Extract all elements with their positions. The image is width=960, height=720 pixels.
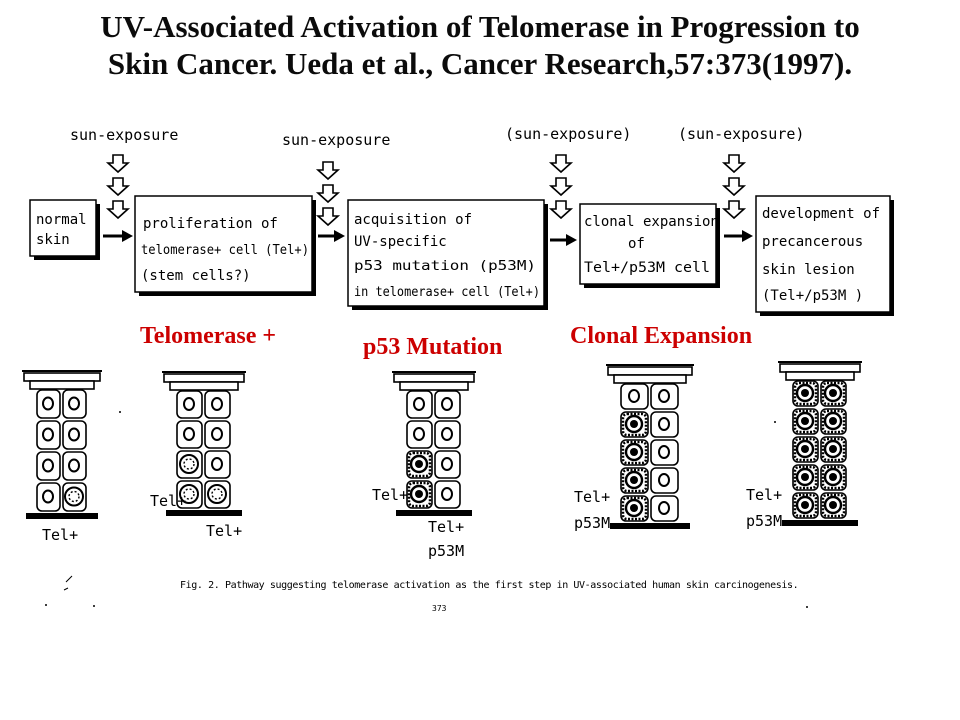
flow-arrow-2 [318,230,345,242]
cell [36,482,61,512]
exposure-arrows-3 [550,154,572,219]
scan-specks [45,411,808,608]
exposure-label-2: sun-exposure [282,131,390,149]
column-3-side-label: Tel+ [372,486,408,504]
exposure-arrows-2 [317,161,339,226]
cell [434,480,461,509]
cell [176,390,203,419]
pathway-box-precancerous-lesion: development of precancerous skin lesion … [755,195,894,316]
epithelium-column-1 [22,370,102,519]
box-4-line-1: clonal expansion [584,214,719,230]
stage-label-p53-mutation: p53 Mutation [363,334,503,360]
exposure-label-4: (sun-exposure) [678,125,804,143]
epithelium-column-5 [778,361,862,526]
column-2-side-label: Tel+ [150,492,186,510]
cell [434,390,461,419]
cell [36,451,61,481]
box-3-line-4: in telomerase+ cell (Tel+) [354,285,540,300]
box-3-line-2: UV-specific [354,234,447,250]
cell [62,389,87,419]
exposure-label-1: sun-exposure [70,126,178,144]
pathway-box-proliferation: proliferation of telomerase+ cell (Tel+)… [134,195,316,296]
slide-title: UV-Associated Activation of Telomerase i… [0,8,960,82]
column-3-bottom-label-2: p53M [428,542,464,560]
box-1-line-2: skin [36,232,70,248]
box-4-line-3: Tel+/p53M cell [584,260,710,276]
box-1-line-1: normal [36,212,87,228]
title-line-1: UV-Associated Activation of Telomerase i… [100,9,860,44]
stage-label-clonal-expansion: Clonal Expansion [570,323,753,349]
cell [36,389,61,419]
cell [176,420,203,449]
box-5-line-4: (Tel+/p53M ) [762,288,863,304]
column-1-label: Tel+ [42,526,78,544]
page-number: 373 [432,604,447,613]
cell [406,390,433,419]
box-5-line-3: skin lesion [762,262,855,278]
column-5-label-1: Tel+ [746,486,782,504]
exposure-arrows-1 [107,154,129,219]
epithelium-column-3 [392,371,476,516]
box-2-line-3: (stem cells?) [141,268,251,284]
cell [650,411,679,438]
epithelium-column-4 [606,364,694,529]
cell [204,420,231,449]
cell [434,450,461,479]
exposure-label-3: (sun-exposure) [505,125,631,143]
flow-arrow-4 [724,230,753,242]
box-4-line-2: of [628,236,645,252]
cell [62,420,87,450]
cell [650,439,679,466]
cell [62,451,87,481]
flow-arrow-1 [103,230,133,242]
column-4-label-2: p53M [574,514,610,532]
pathway-box-clonal-expansion: clonal expansion of Tel+/p53M cell [579,203,720,288]
cell [650,383,679,410]
column-4-label-1: Tel+ [574,488,610,506]
box-2-line-2: telomerase+ cell (Tel+) [141,243,309,258]
epithelium-column-2 [162,371,246,516]
stage-label-telomerase: Telomerase + [140,323,277,349]
column-3-bottom-label-1: Tel+ [428,518,464,536]
box-3-line-1: acquisition of [354,212,472,228]
cell [406,420,433,449]
box-3-line-3: p53 mutation (p53M) [354,259,536,274]
cell [650,467,679,494]
exposure-arrows-4 [723,154,745,219]
cell [204,450,231,479]
title-line-2: Skin Cancer. Ueda et al., Cancer Researc… [107,46,853,81]
cell [204,390,231,419]
box-5-line-2: precancerous [762,234,863,250]
cell [36,420,61,450]
flow-arrow-3 [550,234,577,246]
box-5-line-1: development of [762,206,880,222]
column-2-bottom-label: Tel+ [206,522,242,540]
column-5-label-2: p53M [746,512,782,530]
pathway-box-normal-skin: normal skin [29,199,100,260]
cell [434,420,461,449]
cell [650,495,679,522]
box-2-line-1: proliferation of [143,216,278,232]
pathway-box-p53-mutation: acquisition of UV-specific p53 mutation … [347,199,548,310]
figure-caption: Fig. 2. Pathway suggesting telomerase ac… [180,580,799,591]
cell [620,383,649,410]
